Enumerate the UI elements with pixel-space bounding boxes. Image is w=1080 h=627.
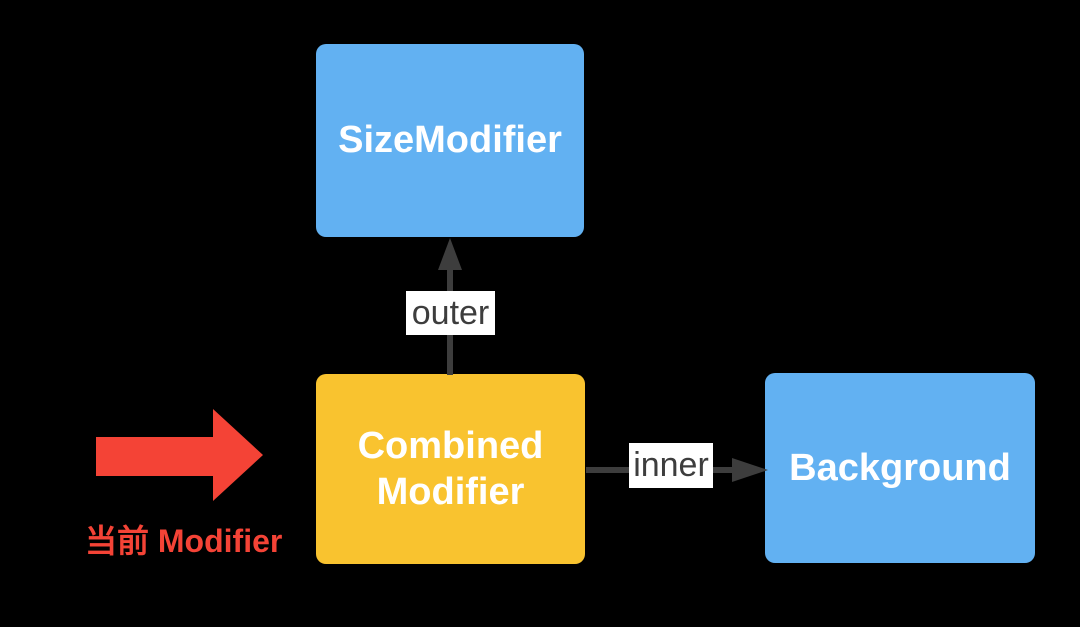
current-modifier-annotation: 当前 Modifier (85, 523, 283, 559)
node-background-label: Background (789, 446, 1011, 489)
edge-label-inner: inner (629, 443, 713, 488)
node-combined-modifier-label: Combined Modifier (357, 424, 544, 513)
node-background: Background (765, 373, 1035, 563)
current-modifier-arrow (96, 409, 263, 501)
node-combined-modifier: Combined Modifier (316, 374, 585, 564)
node-size-modifier-label: SizeModifier (338, 119, 562, 162)
edge-label-outer: outer (406, 291, 495, 335)
node-size-modifier: SizeModifier (316, 44, 584, 237)
